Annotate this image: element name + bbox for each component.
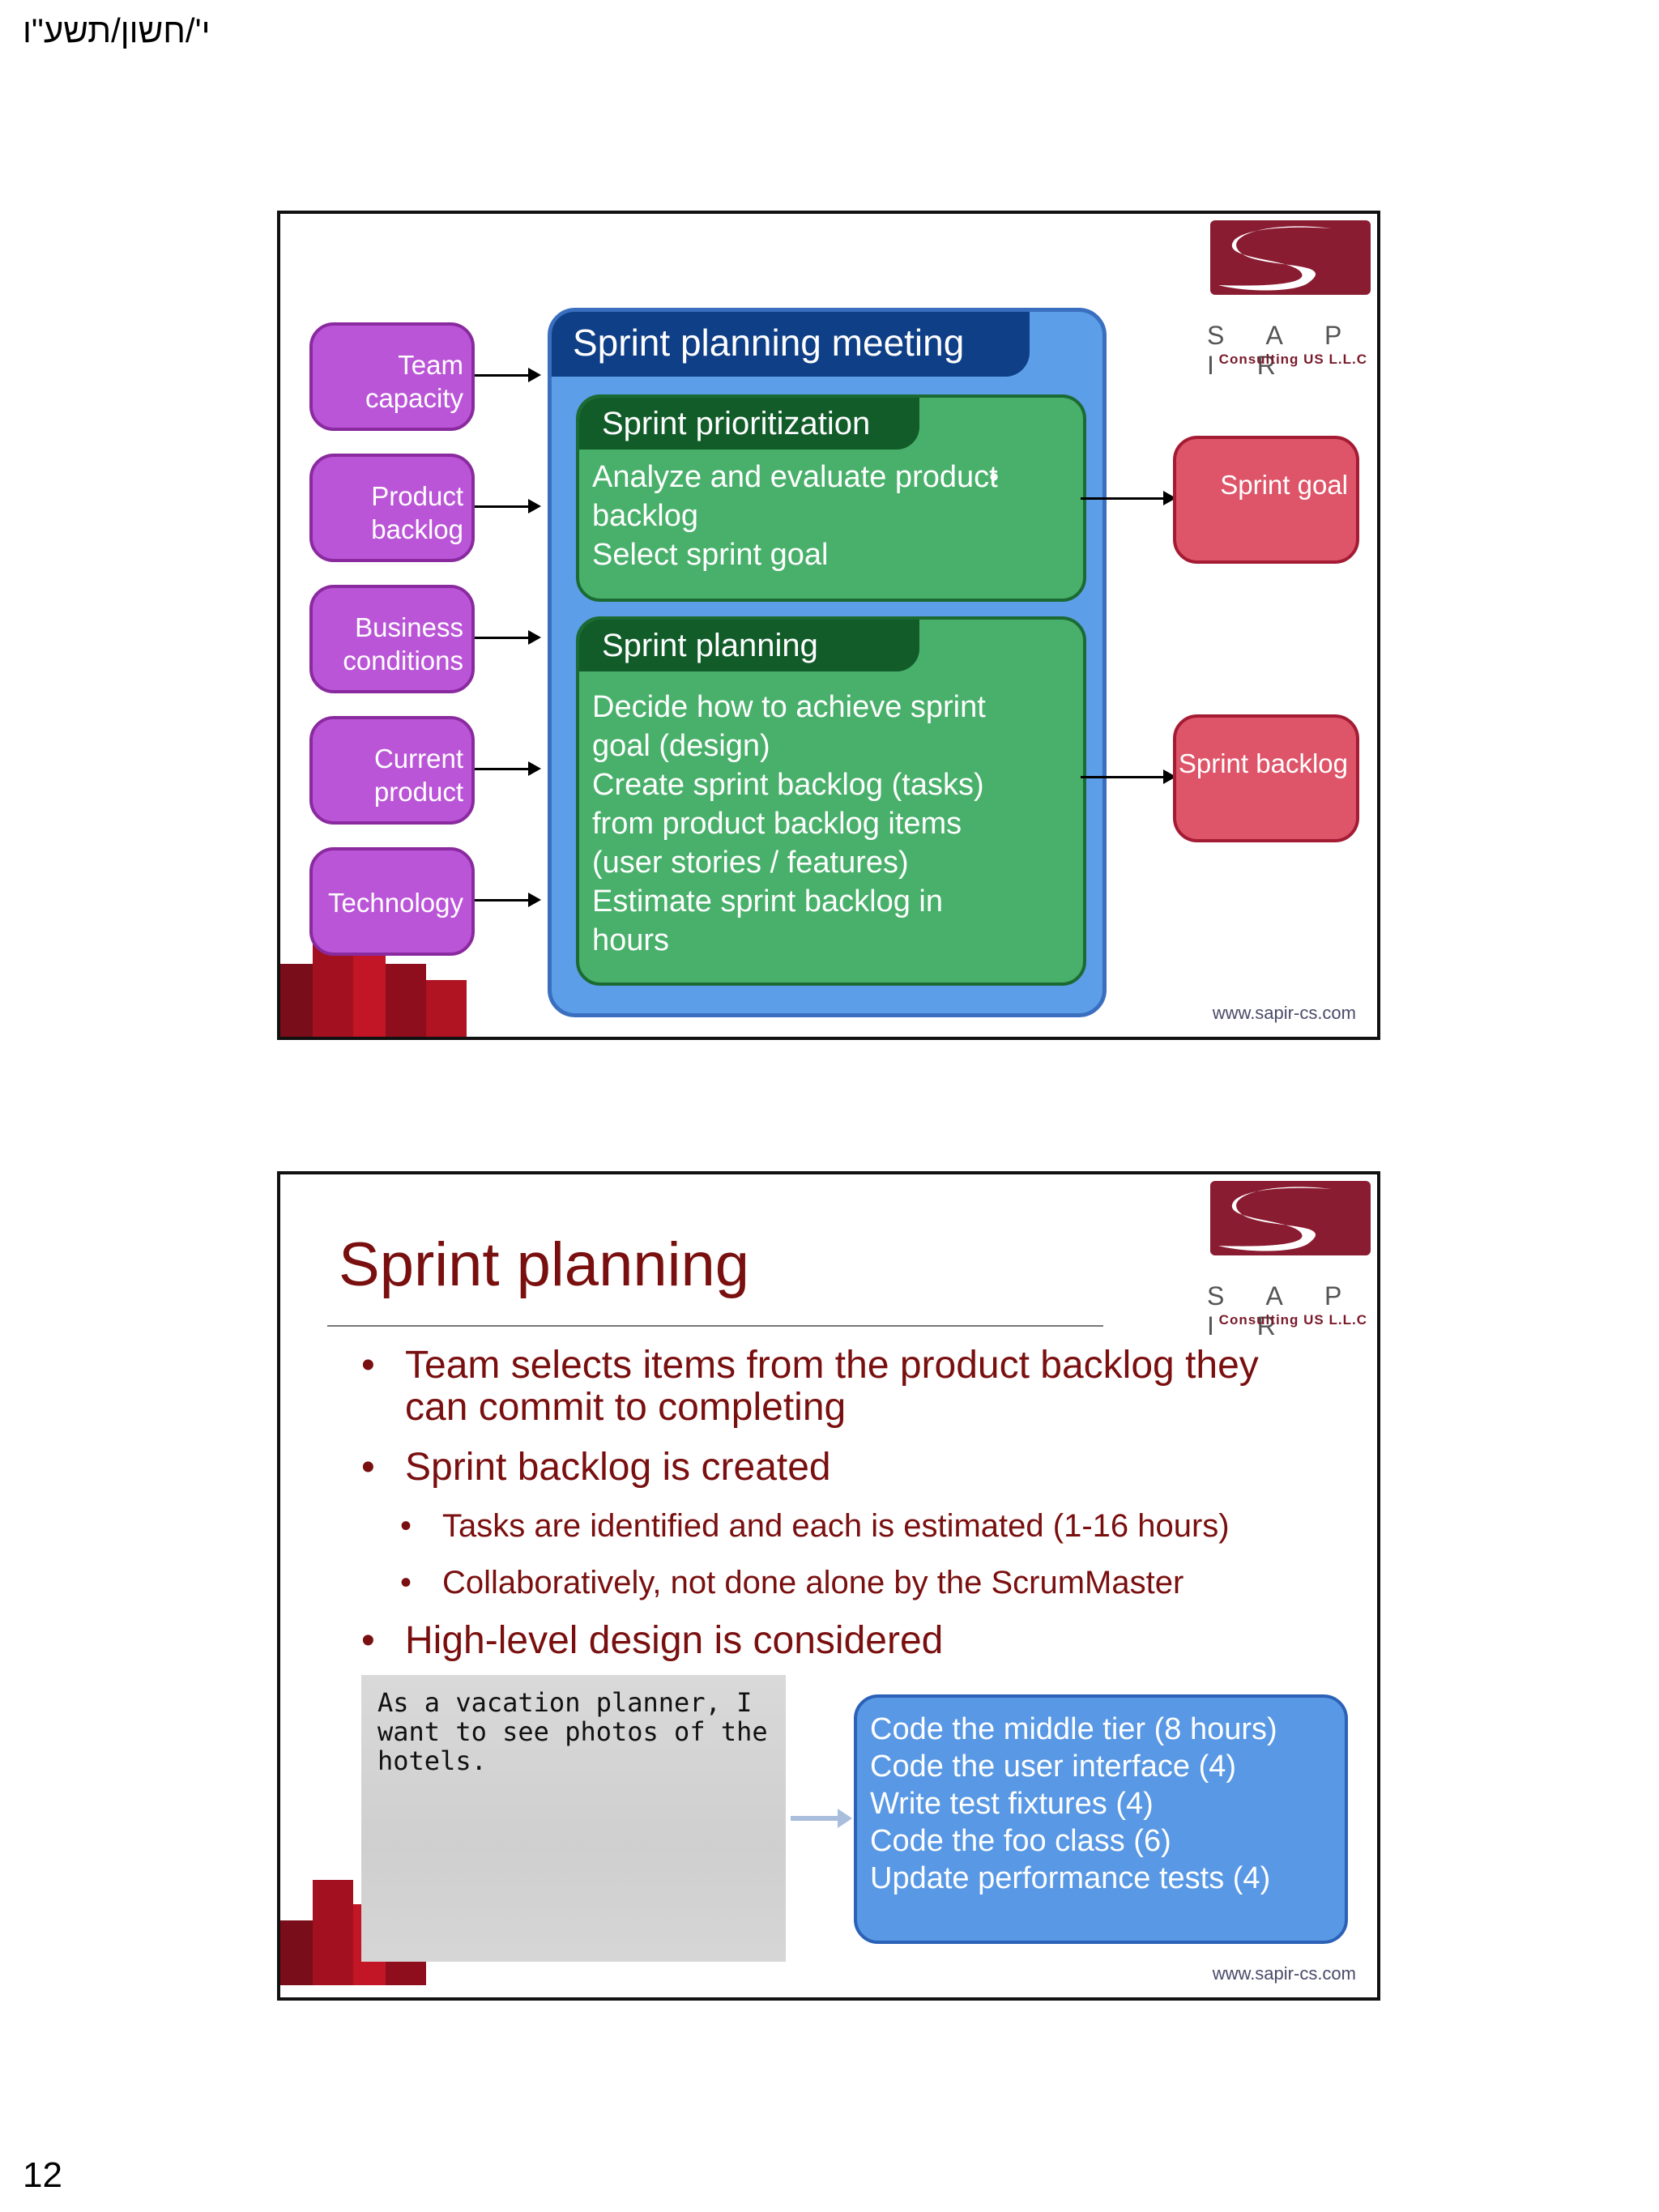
bullet-dot: • <box>361 1446 375 1489</box>
arrow-product-backlog <box>475 499 541 514</box>
sapir-logo-mark <box>1210 220 1371 295</box>
bullet-item: •Sprint backlog is created <box>361 1446 831 1489</box>
bullet-dot: • <box>400 1508 412 1544</box>
task-item: Code the middle tier (8 hours) <box>870 1712 1277 1746</box>
arrow-current-product <box>475 761 541 776</box>
bullet-dot: • <box>400 1565 412 1600</box>
sapir-logo-mark <box>1210 1181 1371 1255</box>
prioritization-item: Select sprint goal <box>592 538 829 572</box>
story-to-tasks-arrow <box>791 1809 852 1828</box>
input-product-backlog: Product backlog <box>309 454 475 562</box>
input-technology: Technology <box>309 847 475 956</box>
output-sprint-backlog: Sprint backlog <box>1173 714 1359 842</box>
page-number: 12 <box>23 2155 62 2195</box>
arrow-technology <box>475 893 541 907</box>
sub-bullet-item: •Collaboratively, not done alone by the … <box>400 1565 1184 1600</box>
bullet-item: •High-level design is considered <box>361 1619 944 1662</box>
logo-subtitle: Consulting US L.L.C <box>1218 1312 1367 1328</box>
red-cubes-decoration <box>280 940 467 1037</box>
sub-bullet-item: •Tasks are identified and each is estima… <box>400 1508 1230 1544</box>
slide-sprint-planning: S A P I R Consulting US L.L.C Sprint pla… <box>277 1171 1380 2001</box>
website-url: www.sapir-cs.com <box>1212 1003 1356 1023</box>
bullet-list: •Team selects items from the product bac… <box>361 1345 1293 1680</box>
bullet-dot: • <box>989 462 999 492</box>
sprint-prioritization-box: Sprint prioritization Analyze and evalua… <box>576 394 1086 602</box>
task-item: Update performance tests (4) <box>870 1861 1271 1895</box>
input-business-conditions: Business conditions <box>309 585 475 693</box>
title-divider <box>327 1325 1103 1327</box>
bullet-dot: • <box>361 1344 375 1387</box>
task-item: Write test fixtures (4) <box>870 1787 1154 1821</box>
prioritization-item: Analyze and evaluate product backlog • <box>592 458 1067 535</box>
arrow-to-sprint-goal <box>1081 491 1176 505</box>
arrow-business-conditions <box>475 630 541 645</box>
planning-title: Sprint planning <box>579 620 919 671</box>
page-title: Sprint planning <box>339 1230 750 1299</box>
bullet-item: •Team selects items from the product bac… <box>361 1344 1259 1429</box>
arrow-team-capacity <box>475 368 541 382</box>
logo-subtitle: Consulting US L.L.C <box>1218 352 1367 367</box>
planning-item: Create sprint backlog (tasks) from produ… <box>592 768 984 880</box>
task-item: Code the foo class (6) <box>870 1824 1171 1858</box>
logo-name: S A P I R <box>1207 321 1359 380</box>
output-sprint-goal: Sprint goal <box>1173 436 1359 564</box>
meeting-title: Sprint planning meeting <box>552 312 1030 377</box>
prioritization-title: Sprint prioritization <box>579 398 919 450</box>
sprint-planning-meeting-box: Sprint planning meeting Sprint prioritiz… <box>548 308 1107 1017</box>
header-date: י'/חשון/תשע"ו <box>23 11 211 49</box>
task-item: Code the user interface (4) <box>870 1750 1237 1784</box>
sapir-logo: S A P I R Consulting US L.L.C <box>1207 220 1374 380</box>
sapir-logo: S A P I R Consulting US L.L.C <box>1207 1181 1374 1340</box>
planning-item: Estimate sprint backlog in hours <box>592 884 943 957</box>
task-list-box: Code the middle tier (8 hours) Code the … <box>854 1694 1348 1944</box>
arrow-to-sprint-backlog <box>1081 769 1176 784</box>
website-url: www.sapir-cs.com <box>1212 1963 1356 1984</box>
user-story-card: As a vacation planner, I want to see pho… <box>361 1675 786 1962</box>
input-current-product: Current product <box>309 716 475 825</box>
input-team-capacity: Team capacity <box>309 322 475 431</box>
bullet-dot: • <box>361 1619 375 1662</box>
slide-sprint-planning-meeting: S A P I R Consulting US L.L.C Team capac… <box>277 211 1380 1040</box>
logo-name: S A P I R <box>1207 1281 1359 1340</box>
sprint-planning-box: Sprint planning Decide how to achieve sp… <box>576 616 1086 986</box>
planning-item: Decide how to achieve sprint goal (desig… <box>592 690 986 763</box>
